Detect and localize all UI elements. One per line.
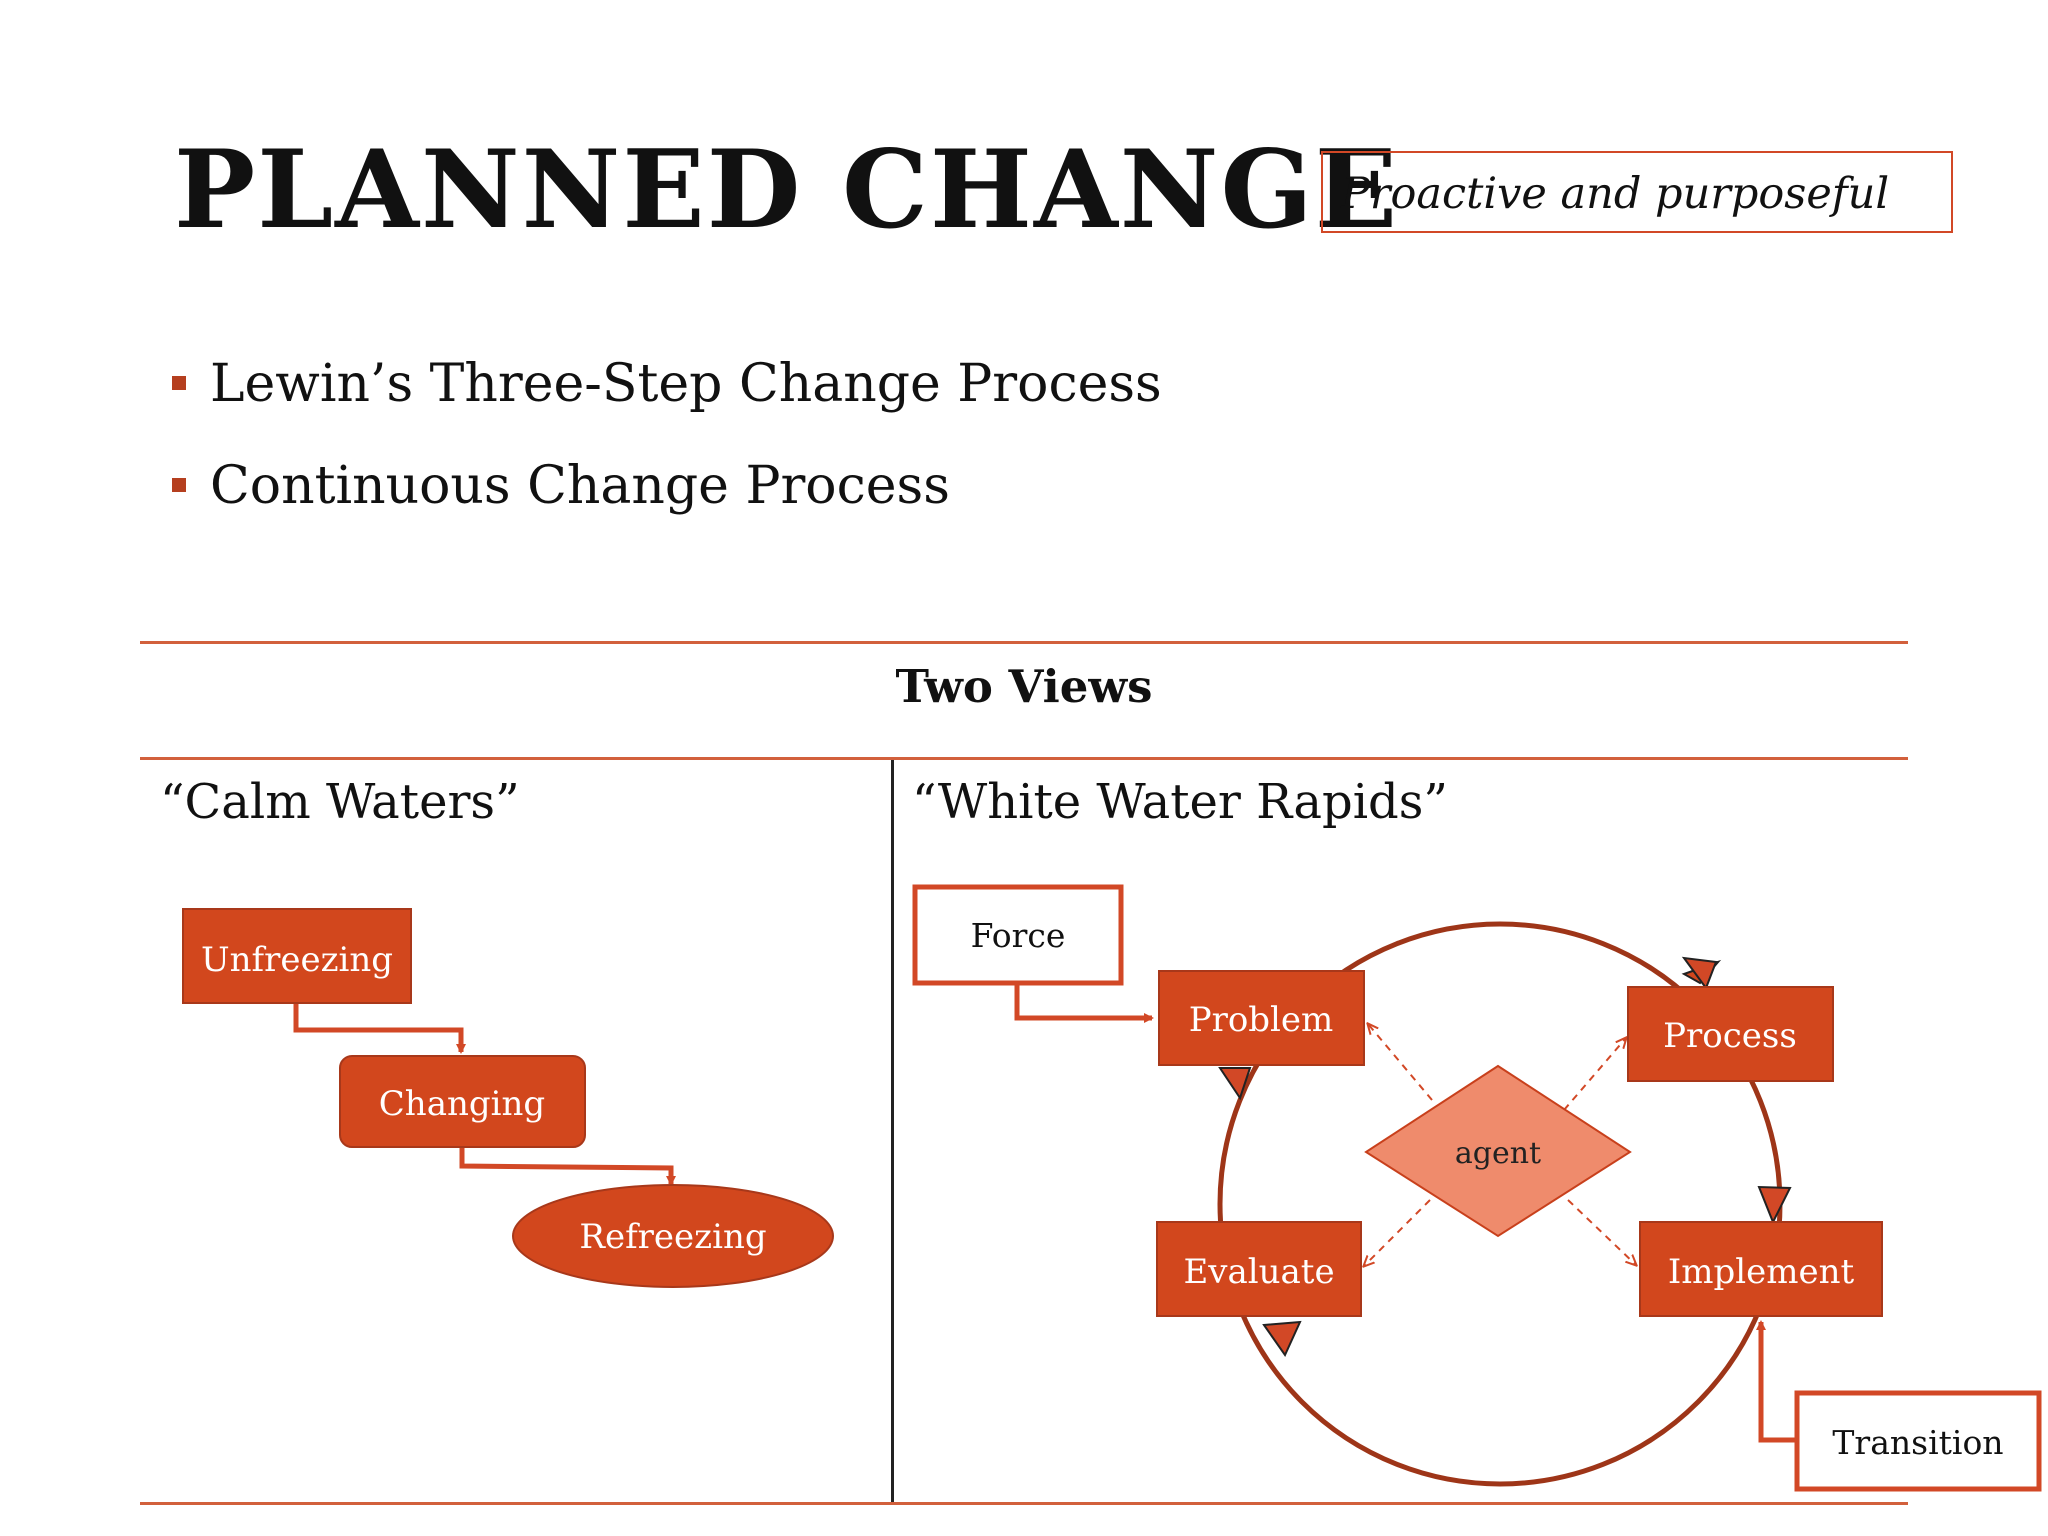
transition-box: Transition [1794, 1390, 2042, 1492]
cycle-box-implement-label: Implement [1668, 1252, 1855, 1292]
cycle-box-problem: Problem [1158, 970, 1365, 1066]
cycle-arrowhead [1681, 956, 1718, 991]
cycle-box-problem-label: Problem [1189, 1000, 1334, 1040]
table-top-rule [140, 641, 1908, 644]
force-box: Force [912, 884, 1124, 986]
table-header: Two Views [895, 660, 1153, 713]
transition-label: Transition [1832, 1423, 2003, 1462]
step-refreezing-label: Refreezing [579, 1217, 766, 1257]
bullet-list: Lewin’s Three-Step Change Process Contin… [172, 350, 1162, 554]
agent-connectors [1364, 1024, 1636, 1266]
bullet-text: Lewin’s Three-Step Change Process [210, 354, 1162, 414]
cycle-arrowhead [1218, 1067, 1252, 1101]
step-unfreezing: Unfreezing [182, 908, 412, 1004]
white-water-heading: “White Water Rapids” [912, 774, 1448, 830]
step-refreezing: Refreezing [512, 1184, 834, 1288]
bullet-marker [172, 376, 186, 390]
bullet-marker [172, 478, 186, 492]
step-changing-label: Changing [379, 1084, 545, 1124]
tagline-box: Proactive and purposeful [1321, 151, 1953, 233]
changing-to-refreezing-connector [459, 1146, 676, 1186]
cycle-box-evaluate-label: Evaluate [1183, 1252, 1334, 1292]
unfreezing-to-changing-connector [293, 1004, 466, 1054]
cycle-box-evaluate: Evaluate [1156, 1221, 1362, 1317]
calm-waters-heading: “Calm Waters” [160, 774, 520, 830]
table-header-rule [140, 757, 1908, 760]
table-bottom-rule [140, 1502, 1908, 1505]
cycle-box-process: Process [1627, 986, 1834, 1082]
cycle-box-process-label: Process [1663, 1016, 1797, 1056]
cycle-arrowhead [1757, 1185, 1792, 1225]
cycle-box-implement: Implement [1639, 1221, 1883, 1317]
agent-label: agent [1455, 1136, 1541, 1171]
column-divider [891, 760, 894, 1505]
bullet-item: Lewin’s Three-Step Change Process [172, 350, 1162, 452]
force-label: Force [971, 916, 1066, 955]
transition-connector [1756, 1320, 1797, 1443]
agent-diamond: agent [1364, 1064, 1632, 1238]
force-connector [1014, 984, 1154, 1023]
slide-title: PLANNED CHANGE [174, 127, 1400, 253]
step-changing: Changing [339, 1055, 586, 1148]
bullet-item: Continuous Change Process [172, 452, 1162, 554]
step-unfreezing-label: Unfreezing [201, 940, 393, 980]
bullet-text: Continuous Change Process [210, 456, 950, 516]
cycle-arrowhead [1262, 1320, 1302, 1358]
